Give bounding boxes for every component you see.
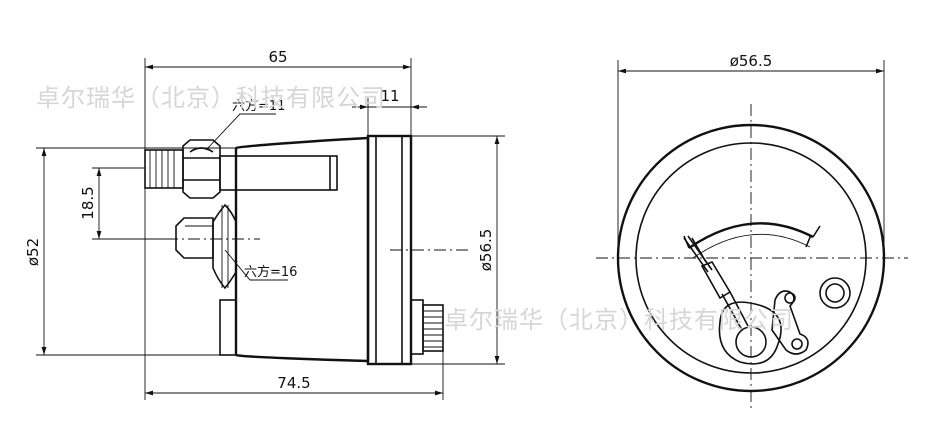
- dim-front-diameter: ø56.5: [730, 52, 773, 70]
- zero-screw: [819, 277, 851, 309]
- front-dimension: [617, 60, 885, 258]
- dim-small-width: 11: [380, 87, 399, 105]
- dimension-lines: [41, 64, 500, 396]
- front-bezel: [366, 134, 413, 366]
- watermark-top: 卓尔瑞华（北京）科技有限公司: [36, 84, 386, 112]
- extension-lines: [36, 58, 505, 400]
- lower-fitting: [175, 203, 237, 290]
- hex-leaders: [205, 113, 288, 281]
- dim-offset: 18.5: [79, 186, 97, 219]
- adjust-knob: [410, 299, 444, 355]
- gauge-case: [234, 136, 370, 363]
- dim-top-length: 65: [268, 48, 287, 66]
- note-hex-bottom: 六方=16: [244, 264, 297, 280]
- mounting-lug: [219, 299, 237, 356]
- dim-total-length: 74.5: [277, 374, 310, 392]
- dial-scale: [683, 222, 821, 259]
- watermark-bottom: 卓尔瑞华（北京）科技有限公司: [444, 306, 794, 334]
- side-view: 65 11 74.5 ø52 18.5 ø56.5 六方=11 六方=16: [24, 48, 505, 400]
- front-view: ø56.5: [596, 52, 908, 412]
- note-hex-top: 六方=11: [232, 98, 285, 114]
- dim-height-right: ø56.5: [477, 229, 495, 272]
- center-boss: [718, 301, 782, 365]
- top-fitting: [144, 139, 221, 199]
- dim-height-left: ø52: [24, 238, 42, 266]
- pointer-mechanism: [683, 235, 749, 331]
- adjust-lever: [771, 290, 809, 355]
- capillary-tube: [219, 155, 338, 191]
